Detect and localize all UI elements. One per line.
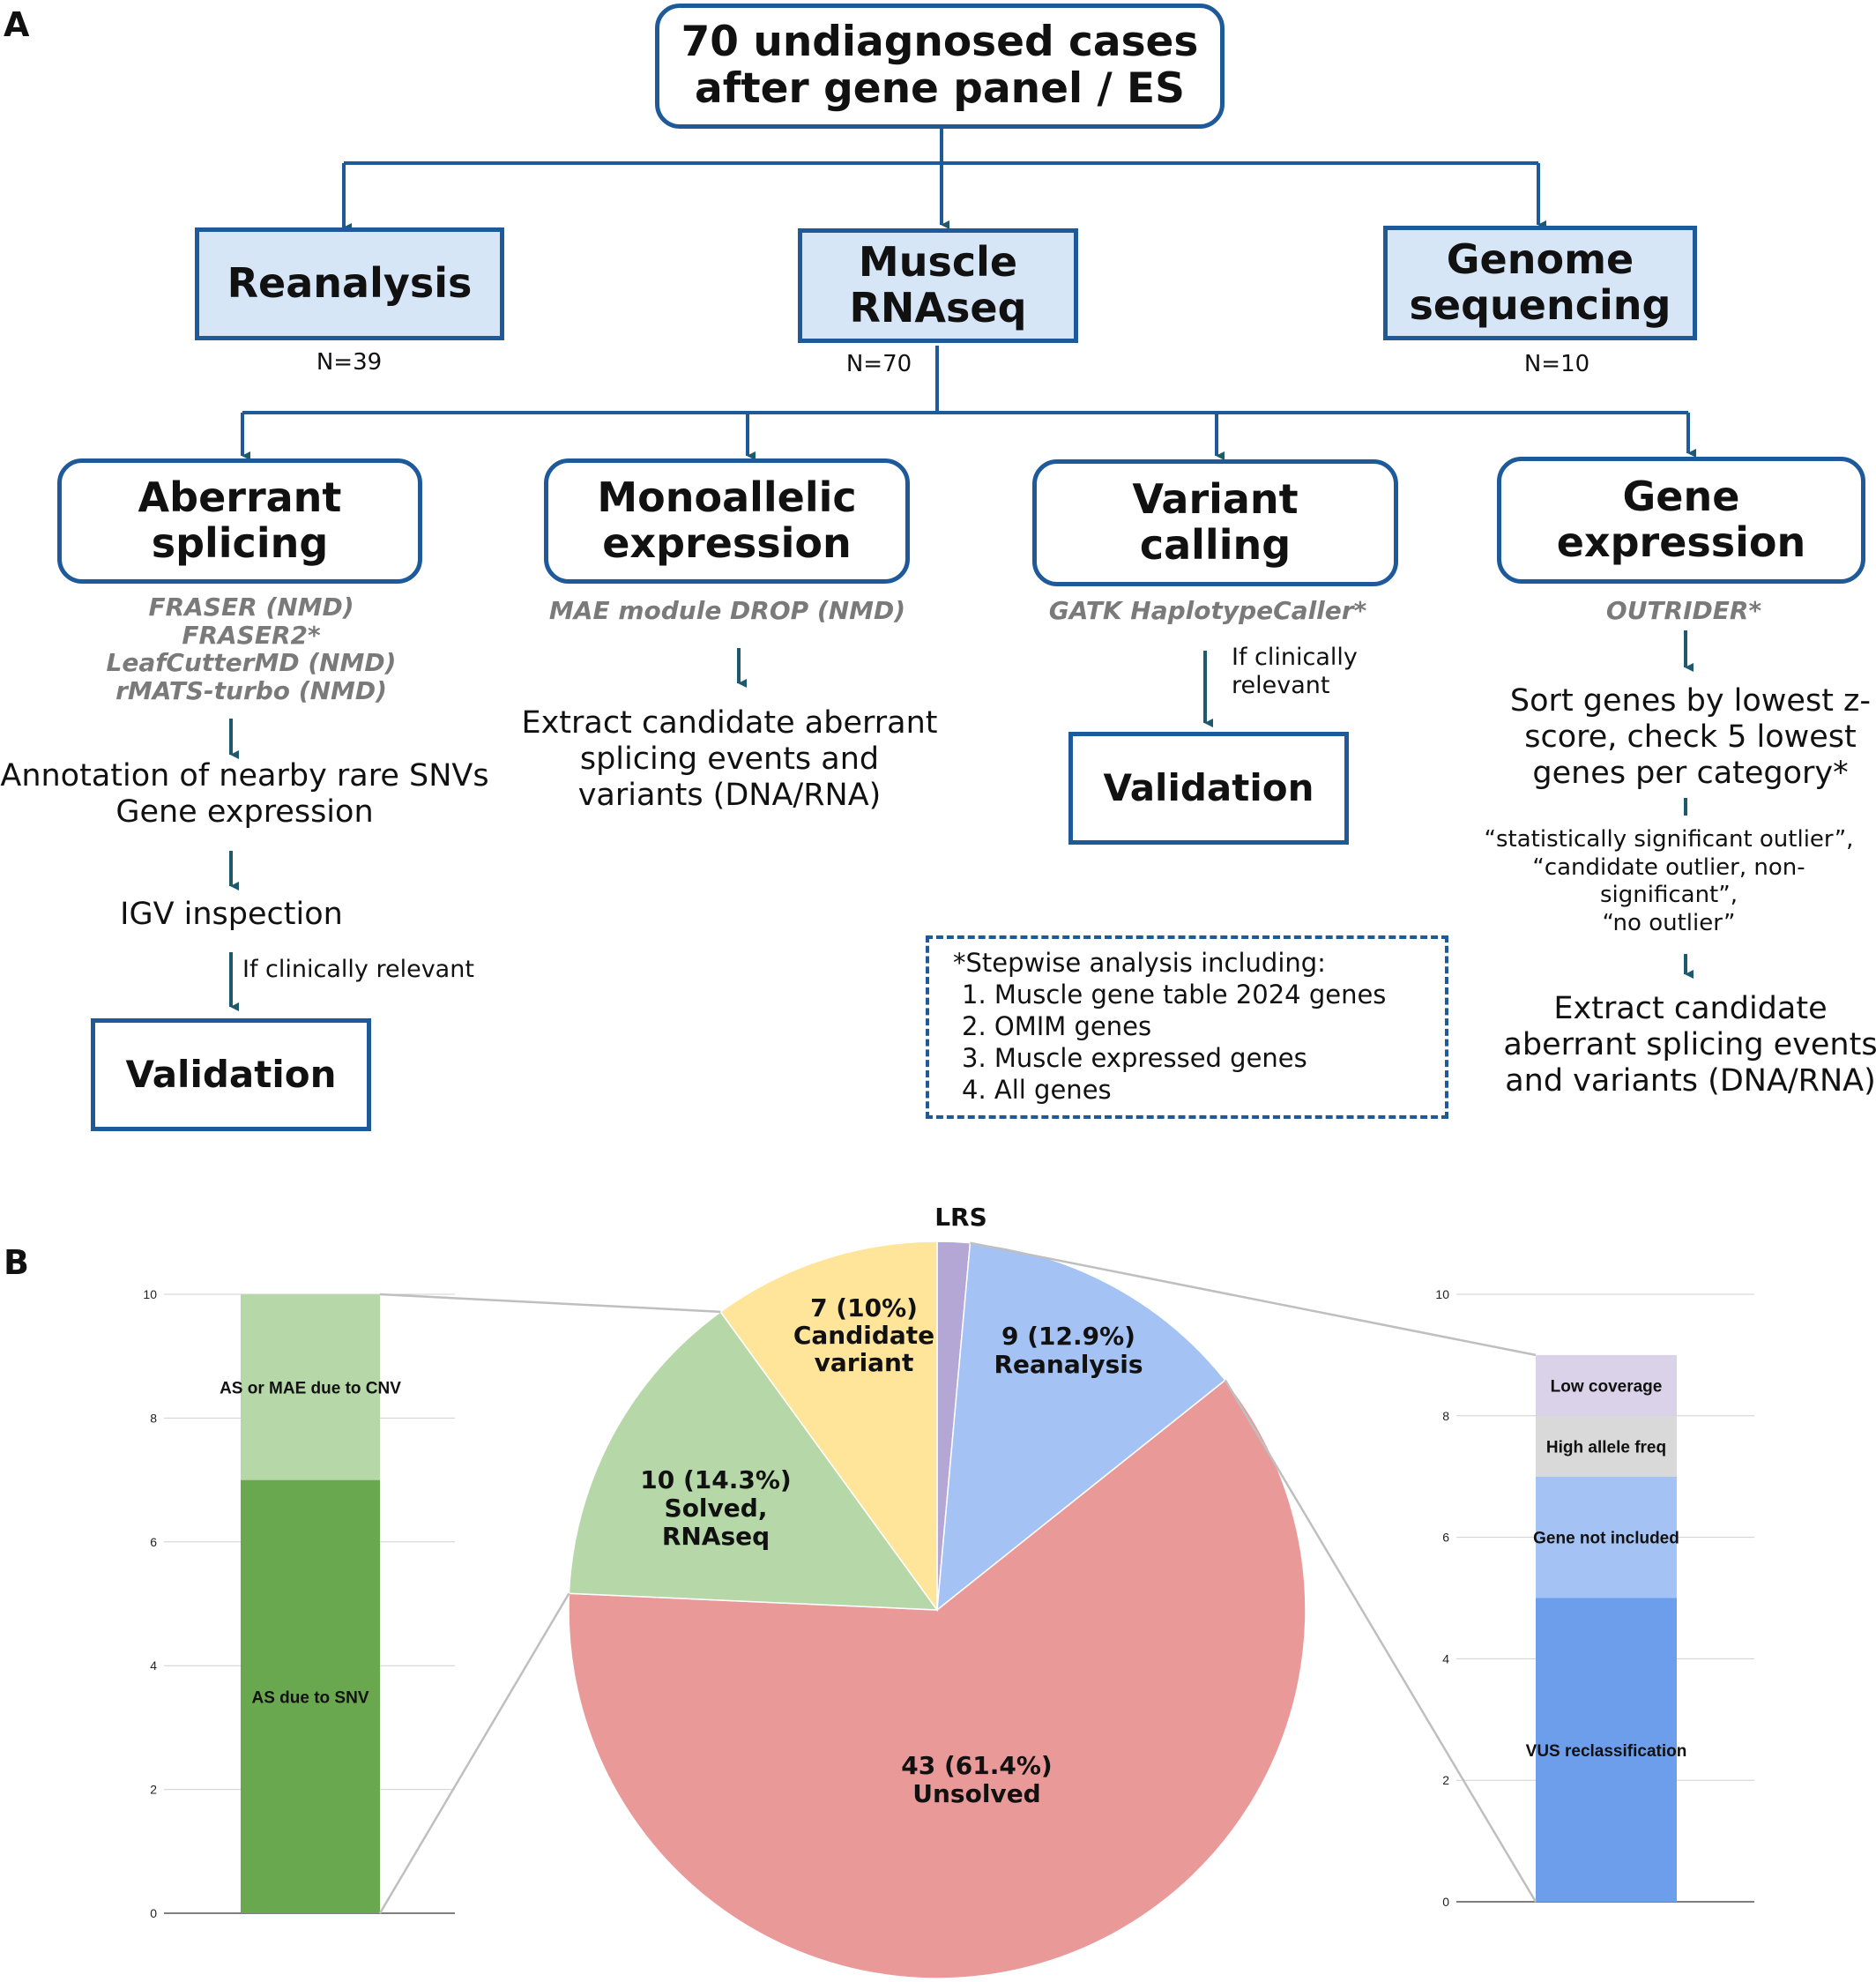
mae-extract-step: Extract candidate aberrant splicing even… xyxy=(521,705,938,813)
variant-calling-label: Variant calling xyxy=(1132,475,1299,569)
right-bar-segment-label-0: VUS reclassification xyxy=(1526,1742,1687,1761)
reanalysis-label: Reanalysis xyxy=(227,259,473,308)
variant-calling-box: Variant calling xyxy=(1032,459,1398,586)
expression-tools: OUTRIDER* xyxy=(1605,596,1762,625)
top-cases-box: 70 undiagnosed cases after gene panel / … xyxy=(655,4,1225,129)
panel-b-charts: LRS 9 (12.9%)Reanalysis 43 (61.4%)Unsolved… xyxy=(143,1203,1754,1979)
expression-sort-step: Sort genes by lowest z- score, check 5 l… xyxy=(1509,683,1872,791)
left-bar-ytick-1: 2 xyxy=(150,1783,157,1797)
pie-label-1: 9 (12.9%)Reanalysis xyxy=(994,1322,1143,1379)
splicing-condition: If clinically relevant xyxy=(242,956,474,983)
left-bar-segment-0 xyxy=(241,1479,380,1913)
left-bar-ytick-3: 6 xyxy=(150,1535,157,1549)
pie-slice-3 xyxy=(568,1310,939,1611)
right-bar-segment-label-2: High allele freq xyxy=(1546,1438,1666,1457)
right-bar-segment-label-1: Gene not included xyxy=(1533,1530,1679,1548)
pie-label-0: LRS xyxy=(934,1203,987,1232)
stepwise-item-1: 1. Muscle gene table 2024 genes xyxy=(962,980,1387,1010)
splicing-tools: FRASER (NMD) FRASER2* LeafCutterMD (NMD)… xyxy=(106,592,397,705)
aberrant-splicing-label: Aberrant splicing xyxy=(138,473,342,567)
right-bar-ytick-0: 0 xyxy=(1442,1895,1449,1909)
aberrant-splicing-box: Aberrant splicing xyxy=(57,458,422,584)
left-bar-segment-label-1: AS or MAE due to CNV xyxy=(220,1379,401,1397)
left-bar-segment-1 xyxy=(241,1294,380,1480)
variant-condition: If clinically relevant xyxy=(1232,644,1358,699)
genome-sequencing-label: Genome sequencing xyxy=(1409,235,1671,329)
muscle-rnaseq-label: Muscle RNAseq xyxy=(849,238,1027,332)
flow-connectors xyxy=(229,128,1696,1011)
right-bar-segment-2 xyxy=(1536,1415,1677,1477)
right-bar-segment-1 xyxy=(1536,1476,1677,1598)
muscle-rnaseq-box: Muscle RNAseq xyxy=(798,228,1078,343)
top-cases-label: 70 undiagnosed cases after gene panel / … xyxy=(681,18,1199,113)
variant-tools: GATK HaplotypeCaller* xyxy=(1048,596,1367,625)
panel-b-letter: B xyxy=(4,1243,29,1282)
right-bar-ytick-2: 4 xyxy=(1442,1651,1449,1665)
gene-expression-label: Gene expression xyxy=(1556,473,1806,566)
splicing-validation-label: Validation xyxy=(125,1053,337,1097)
pie-label-3: 10 (14.3%)Solved,RNAseq xyxy=(640,1465,791,1551)
stepwise-item-2: 2. OMIM genes xyxy=(962,1011,1152,1041)
right-bar-ytick-1: 2 xyxy=(1442,1773,1449,1787)
reanalysis-box: Reanalysis xyxy=(195,227,504,340)
left-connector-top xyxy=(379,1293,721,1314)
igv-inspection-step: IGV inspection xyxy=(120,897,343,932)
rnaseq-count: N=70 xyxy=(845,351,912,377)
panel-a-letter: A xyxy=(4,5,30,44)
monoallelic-expression-box: Monoallelic expression xyxy=(544,458,910,584)
reanalysis-count: N=39 xyxy=(316,349,383,376)
variant-validation-label: Validation xyxy=(1103,766,1314,810)
left-bar-ytick-2: 4 xyxy=(150,1658,157,1673)
pie-slice-4 xyxy=(719,1241,938,1613)
pie-slice-1 xyxy=(936,1241,1226,1612)
left-bar-ytick-5: 10 xyxy=(143,1287,157,1301)
right-bar-ytick-5: 10 xyxy=(1435,1287,1449,1301)
right-bar-ytick-3: 6 xyxy=(1442,1531,1449,1545)
left-bar-segment-label-0: AS due to SNV xyxy=(251,1688,368,1707)
stepwise-item-4: 4. All genes xyxy=(962,1075,1112,1105)
stepwise-item-3: 3. Muscle expressed genes xyxy=(962,1043,1307,1073)
genome-sequencing-box: Genome sequencing xyxy=(1383,226,1697,340)
outlier-categories: “statistically significant outlier”, “ca… xyxy=(1484,826,1854,937)
genome-count: N=10 xyxy=(1523,351,1590,377)
right-connector-bottom xyxy=(1224,1379,1537,1903)
right-bar-segment-label-3: Low coverage xyxy=(1551,1377,1663,1396)
expression-extract-step: Extract candidate aberrant splicing even… xyxy=(1503,991,1876,1099)
right-bar-segment-3 xyxy=(1536,1354,1677,1416)
pie-label-2: 43 (61.4%)Unsolved xyxy=(901,1751,1052,1808)
pie-slice-2 xyxy=(568,1379,1306,1979)
right-connector-top xyxy=(970,1241,1537,1357)
splicing-annotation-step: Annotation of nearby rare SNVs Gene expr… xyxy=(0,758,489,830)
left-connector-bottom xyxy=(378,1592,570,1914)
right-bar-segment-0 xyxy=(1536,1598,1677,1902)
variant-validation-box: Validation xyxy=(1068,732,1349,845)
left-bar-ytick-0: 0 xyxy=(150,1906,157,1920)
right-bar-ytick-4: 8 xyxy=(1442,1409,1449,1423)
splicing-validation-box: Validation xyxy=(91,1018,371,1131)
monoallelic-expression-label: Monoallelic expression xyxy=(597,473,857,567)
left-bar-ytick-4: 8 xyxy=(150,1411,157,1425)
stepwise-title: *Stepwise analysis including: xyxy=(953,948,1326,978)
stepwise-analysis-box: *Stepwise analysis including: 1. Muscle … xyxy=(926,935,1448,1119)
gene-expression-box: Gene expression xyxy=(1497,457,1865,584)
mae-tools: MAE module DROP (NMD) xyxy=(548,596,906,625)
